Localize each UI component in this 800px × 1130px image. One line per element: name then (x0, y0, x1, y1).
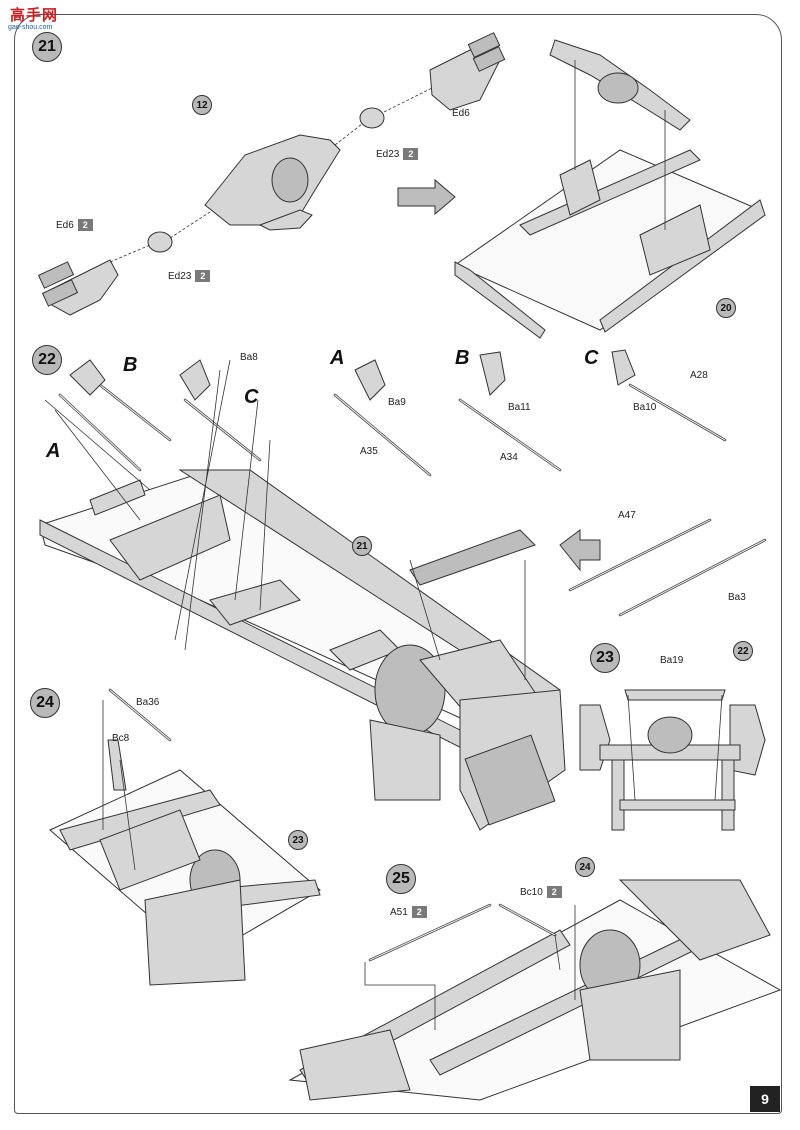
part-label-ba9: Ba9 (388, 397, 406, 408)
step21-hub-top-right (429, 32, 506, 111)
part-code: Ed6 (56, 220, 74, 231)
quantity-badge: 2 (403, 148, 419, 160)
part-label-a34: A34 (500, 452, 518, 463)
quantity-badge: 2 (411, 906, 427, 918)
option-letter: A (330, 347, 345, 369)
step22-rods-left (58, 359, 262, 472)
part-label-ba11: Ba11 (508, 402, 531, 413)
option-letter: A (46, 440, 61, 462)
reference-callout: 20 (716, 298, 736, 318)
part-code: A51 (390, 907, 408, 918)
step22-variants (333, 349, 727, 477)
part-code: Ed23 (168, 271, 192, 282)
step23-rear-view (579, 689, 766, 831)
part-label-ba19: Ba19 (660, 655, 684, 666)
part-label-ba8: Ba8 (240, 352, 258, 363)
step22-chassis (39, 469, 566, 831)
page-number: 9 (750, 1086, 780, 1112)
part-code: Ed23 (376, 149, 400, 160)
step21-frame-rear (453, 39, 766, 339)
ed23-flange-top (359, 107, 385, 129)
reference-callout: 12 (192, 95, 212, 115)
ed23-flange-left (147, 231, 173, 253)
step21-arrow (397, 178, 456, 216)
option-letter: C (584, 347, 599, 369)
step22-cross-rods (568, 518, 767, 617)
step-number: 24 (30, 688, 60, 718)
reference-callout: 24 (575, 857, 595, 877)
step22-assembly-lines (44, 359, 526, 680)
step21-axle-housing (204, 134, 341, 231)
step21-assembly-lines (109, 87, 433, 263)
reference-callout: 21 (352, 536, 372, 556)
step24-assembly (49, 688, 321, 986)
step-number: 21 (32, 32, 62, 62)
option-letter: B (455, 347, 470, 369)
page-frame (14, 14, 782, 1114)
part-label-bc8: Bc8 (112, 733, 130, 744)
reference-callout: 23 (288, 830, 308, 850)
quantity-badge: 2 (195, 270, 211, 282)
option-letter: C (244, 386, 259, 408)
part-label-ba36: Ba36 (136, 697, 160, 708)
option-letter: B (123, 354, 138, 376)
watermark-url: gao-shou.com (8, 24, 53, 31)
watermark-logo: 高手网 gao-shou.com (4, 2, 74, 36)
quantity-badge: 2 (546, 886, 562, 898)
quantity-badge: 2 (77, 219, 93, 231)
part-code: Bc10 (520, 887, 543, 898)
step25-assembly (288, 879, 782, 1101)
step-number: 23 (590, 643, 620, 673)
reference-callout: 22 (733, 641, 753, 661)
part-label-a47: A47 (618, 510, 636, 521)
step-number: 22 (32, 345, 62, 375)
part-label-ba10: Ba10 (633, 402, 657, 413)
step22-arrow (559, 529, 601, 572)
part-label-ed6-top: Ed6 (452, 108, 470, 119)
step-number: 25 (386, 864, 416, 894)
step21-hub-bottom-left (37, 259, 119, 316)
part-label-a28: A28 (690, 370, 708, 381)
watermark-text: 高手网 (10, 7, 59, 24)
part-label-ba3: Ba3 (728, 592, 746, 603)
part-label-a35: A35 (360, 446, 378, 457)
